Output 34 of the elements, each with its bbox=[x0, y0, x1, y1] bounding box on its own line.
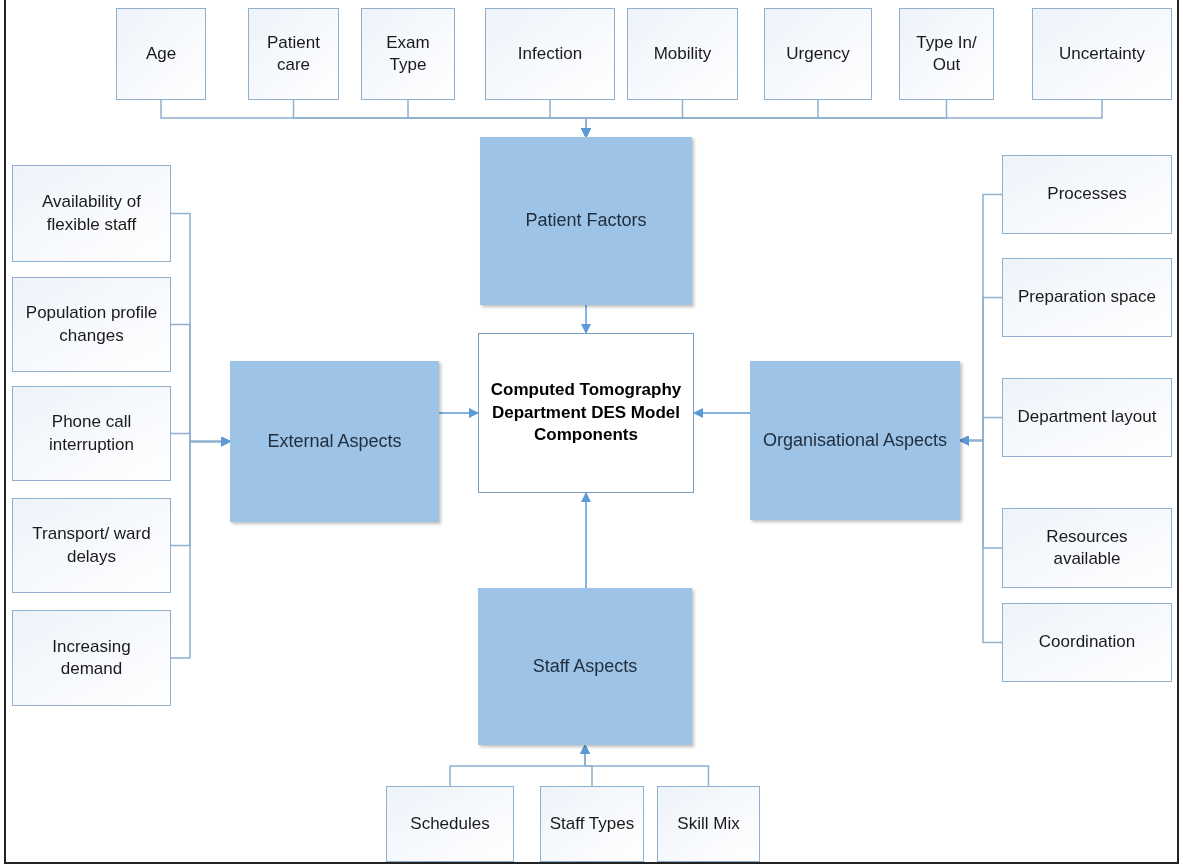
category-box: External Aspects bbox=[230, 361, 439, 522]
factor-box: Patient care bbox=[248, 8, 339, 100]
factor-box: Phone call interruption bbox=[12, 386, 171, 481]
factor-box: Exam Type bbox=[361, 8, 455, 100]
connector-arrow bbox=[581, 304, 591, 334]
factor-box: Age bbox=[116, 8, 206, 100]
factor-box: Increasing demand bbox=[12, 610, 171, 706]
factor-box: Infection bbox=[485, 8, 615, 100]
factor-box: Coordination bbox=[1002, 603, 1172, 682]
connector-arrow bbox=[581, 492, 591, 589]
category-box: Organisational Aspects bbox=[750, 361, 960, 520]
factor-box: Availability of flexible staff bbox=[12, 165, 171, 262]
factor-box: Processes bbox=[1002, 155, 1172, 234]
factor-box: Department layout bbox=[1002, 378, 1172, 457]
factor-box: Preparation space bbox=[1002, 258, 1172, 337]
factor-box: Type In/ Out bbox=[899, 8, 994, 100]
connector-arrow bbox=[693, 408, 751, 418]
factor-box: Population profile changes bbox=[12, 277, 171, 372]
category-box: Patient Factors bbox=[480, 137, 692, 305]
connector-arrow bbox=[580, 744, 710, 787]
connector-arrow bbox=[581, 99, 1103, 138]
factor-box: Schedules bbox=[386, 786, 514, 862]
factor-box: Urgency bbox=[764, 8, 872, 100]
central-box: Computed Tomography Department DES Model Components bbox=[478, 333, 694, 493]
category-box: Staff Aspects bbox=[478, 588, 692, 745]
factor-box: Transport/ ward delays bbox=[12, 498, 171, 593]
factor-box: Resources available bbox=[1002, 508, 1172, 588]
factor-box: Staff Types bbox=[540, 786, 644, 862]
connector-arrow bbox=[959, 435, 1003, 644]
factor-box: Skill Mix bbox=[657, 786, 760, 862]
connector-arrow bbox=[438, 408, 479, 418]
factor-box: Uncertainty bbox=[1032, 8, 1172, 100]
connector-arrow bbox=[170, 436, 231, 659]
factor-box: Mobility bbox=[627, 8, 738, 100]
